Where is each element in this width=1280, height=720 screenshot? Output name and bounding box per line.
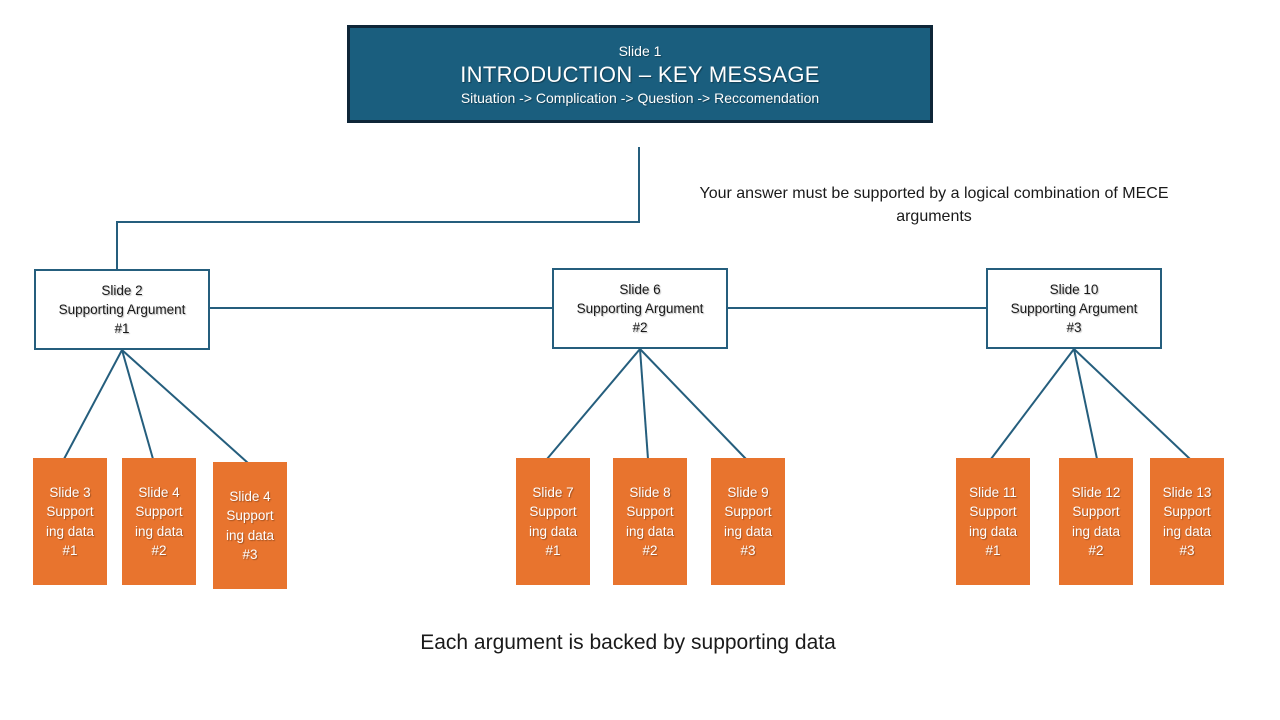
argument-3-slide: Slide 10 <box>1049 282 1099 297</box>
key-message-box: Slide 1 INTRODUCTION – KEY MESSAGE Situa… <box>347 25 933 123</box>
data-box-2: Slide 4 Support ing data #2 <box>122 458 196 585</box>
root-elbow-connector <box>116 147 640 269</box>
data-box-4: Slide 7 Support ing data #1 <box>516 458 590 585</box>
fan-1c <box>121 349 249 464</box>
fan-2c <box>639 348 747 460</box>
fan-1a <box>63 349 123 460</box>
data-box-3: Slide 4 Support ing data #3 <box>213 462 287 589</box>
argument-2-slide: Slide 6 <box>619 282 661 297</box>
fan-2b <box>639 348 649 460</box>
data-box-2-line1: Slide 4 <box>138 484 180 500</box>
data-box-5: Slide 8 Support ing data #2 <box>613 458 687 585</box>
argument-3-label: Supporting Argument <box>1010 301 1138 316</box>
data-box-5-line2: Support <box>626 504 674 519</box>
data-box-3-line1: Slide 4 <box>229 488 271 504</box>
fan-2a <box>546 348 641 460</box>
data-box-9-line1: Slide 13 <box>1162 484 1212 500</box>
argument-1-label: Supporting Argument <box>58 302 186 317</box>
data-box-8-line4: #2 <box>1088 543 1104 558</box>
data-box-9: Slide 13 Support ing data #3 <box>1150 458 1224 585</box>
data-box-1-line1: Slide 3 <box>49 484 91 500</box>
argument-2-number: #2 <box>632 320 648 335</box>
argument-3-number: #3 <box>1066 320 1082 335</box>
argument-2-label: Supporting Argument <box>576 301 704 316</box>
data-box-7: Slide 11 Support ing data #1 <box>956 458 1030 585</box>
data-box-7-line2: Support <box>969 504 1017 519</box>
data-box-8-line3: ing data <box>1071 523 1121 539</box>
data-box-2-line4: #2 <box>151 543 167 558</box>
argument-box-3: Slide 10 Supporting Argument #3 <box>986 268 1162 349</box>
key-message-title: INTRODUCTION – KEY MESSAGE <box>460 61 820 87</box>
argument-box-1: Slide 2 Supporting Argument #1 <box>34 269 210 350</box>
data-box-8-line2: Support <box>1072 504 1120 519</box>
data-box-4-line2: Support <box>529 504 577 519</box>
data-box-6-line1: Slide 9 <box>727 484 769 500</box>
data-box-6-line2: Support <box>724 504 772 519</box>
data-box-6-line3: ing data <box>723 523 773 539</box>
fan-3c <box>1073 348 1191 460</box>
data-box-2-line2: Support <box>135 504 183 519</box>
data-box-5-line4: #2 <box>642 543 658 558</box>
fan-1b <box>121 349 154 460</box>
data-box-2-line3: ing data <box>134 523 184 539</box>
argument-1-slide: Slide 2 <box>101 283 143 298</box>
data-box-4-line3: ing data <box>528 523 578 539</box>
key-message-subtitle: Situation -> Complication -> Question ->… <box>460 89 820 106</box>
data-box-4-line1: Slide 7 <box>532 484 574 500</box>
fan-3b <box>1073 348 1098 460</box>
data-box-4-line4: #1 <box>545 543 561 558</box>
data-box-7-line3: ing data <box>968 523 1018 539</box>
data-box-9-line4: #3 <box>1179 543 1195 558</box>
data-box-1-line2: Support <box>46 504 94 519</box>
mece-annotation: Your answer must be supported by a logic… <box>699 185 1169 225</box>
data-box-9-line2: Support <box>1163 504 1211 519</box>
data-box-3-line2: Support <box>226 508 274 523</box>
data-box-3-line4: #3 <box>242 547 258 562</box>
data-box-7-line1: Slide 11 <box>969 484 1017 500</box>
data-box-8: Slide 12 Support ing data #2 <box>1059 458 1133 585</box>
data-box-6: Slide 9 Support ing data #3 <box>711 458 785 585</box>
data-box-9-line3: ing data <box>1162 523 1212 539</box>
data-box-1: Slide 3 Support ing data #1 <box>33 458 107 585</box>
data-box-1-line3: ing data <box>45 523 95 539</box>
data-box-7-line4: #1 <box>985 543 1001 558</box>
argument-1-number: #1 <box>114 321 130 336</box>
data-box-5-line1: Slide 8 <box>629 484 671 500</box>
data-box-1-line4: #1 <box>62 543 78 558</box>
fan-3a <box>990 348 1075 460</box>
data-box-5-line3: ing data <box>625 523 675 539</box>
bottom-annotation: Each argument is backed by supporting da… <box>420 631 836 654</box>
key-message-slide-number: Slide 1 <box>618 42 662 59</box>
data-box-3-line3: ing data <box>225 527 275 543</box>
data-box-8-line1: Slide 12 <box>1071 484 1121 500</box>
argument-box-2: Slide 6 Supporting Argument #2 <box>552 268 728 349</box>
data-box-6-line4: #3 <box>740 543 756 558</box>
